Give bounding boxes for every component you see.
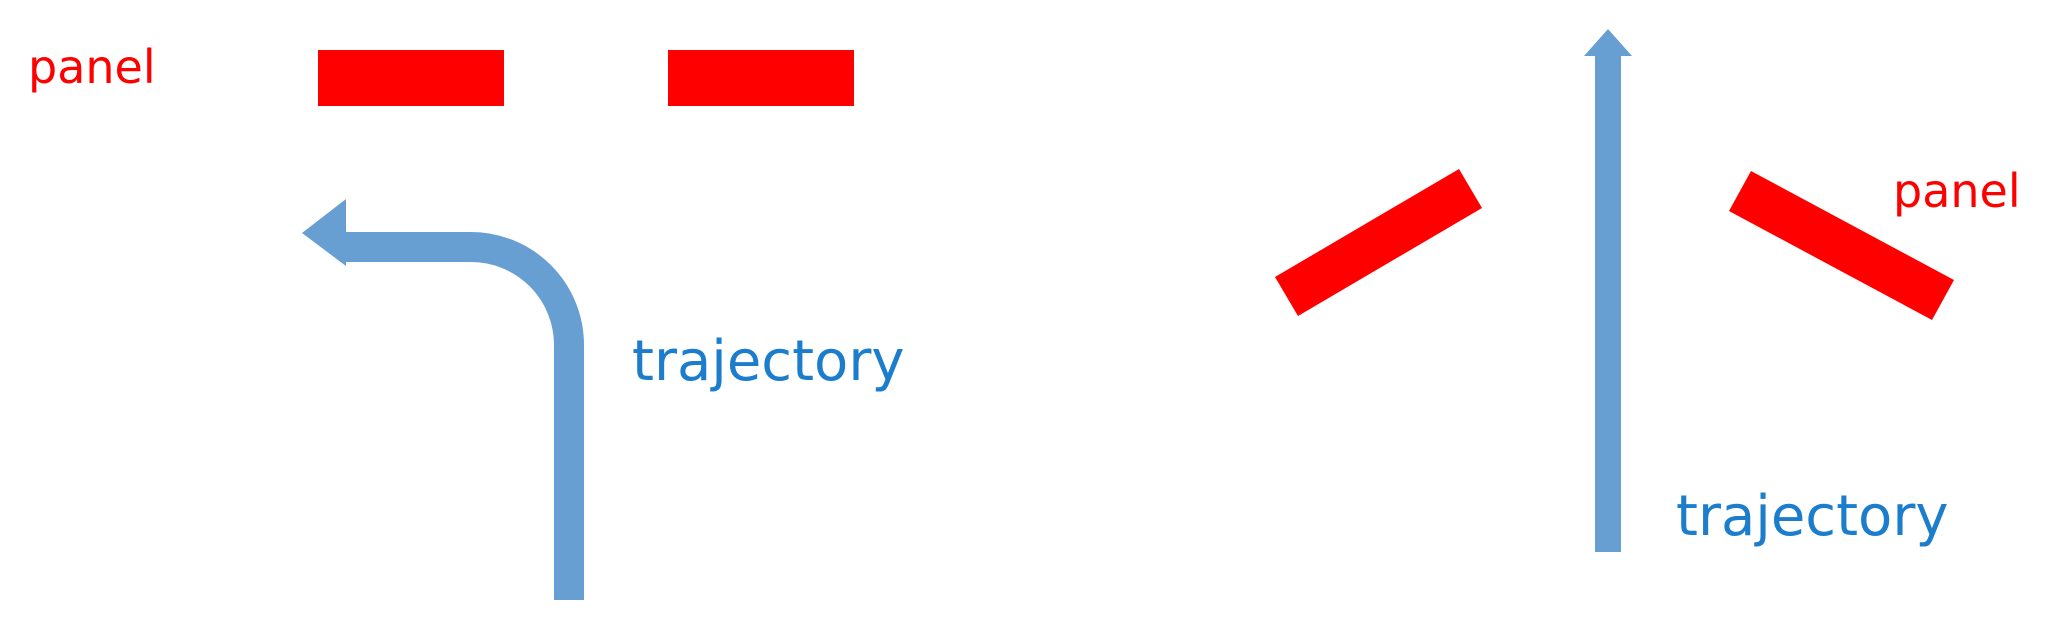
left-panel-label: panel xyxy=(28,40,156,94)
left-trajectory-arrowhead xyxy=(302,199,346,266)
right-panel-right xyxy=(1729,171,1954,320)
right-panel-left xyxy=(1275,169,1482,316)
right-trajectory-arrowhead xyxy=(1584,29,1632,56)
left-trajectory-label: trajectory xyxy=(632,329,905,394)
right-panel-label: panel xyxy=(1893,164,2021,218)
right-trajectory-arrow-shaft xyxy=(1595,54,1621,552)
right-trajectory-label: trajectory xyxy=(1676,484,1949,549)
left-panel-2 xyxy=(668,50,854,106)
left-trajectory-arrow-shaft xyxy=(340,232,584,600)
left-panel-1 xyxy=(318,50,504,106)
